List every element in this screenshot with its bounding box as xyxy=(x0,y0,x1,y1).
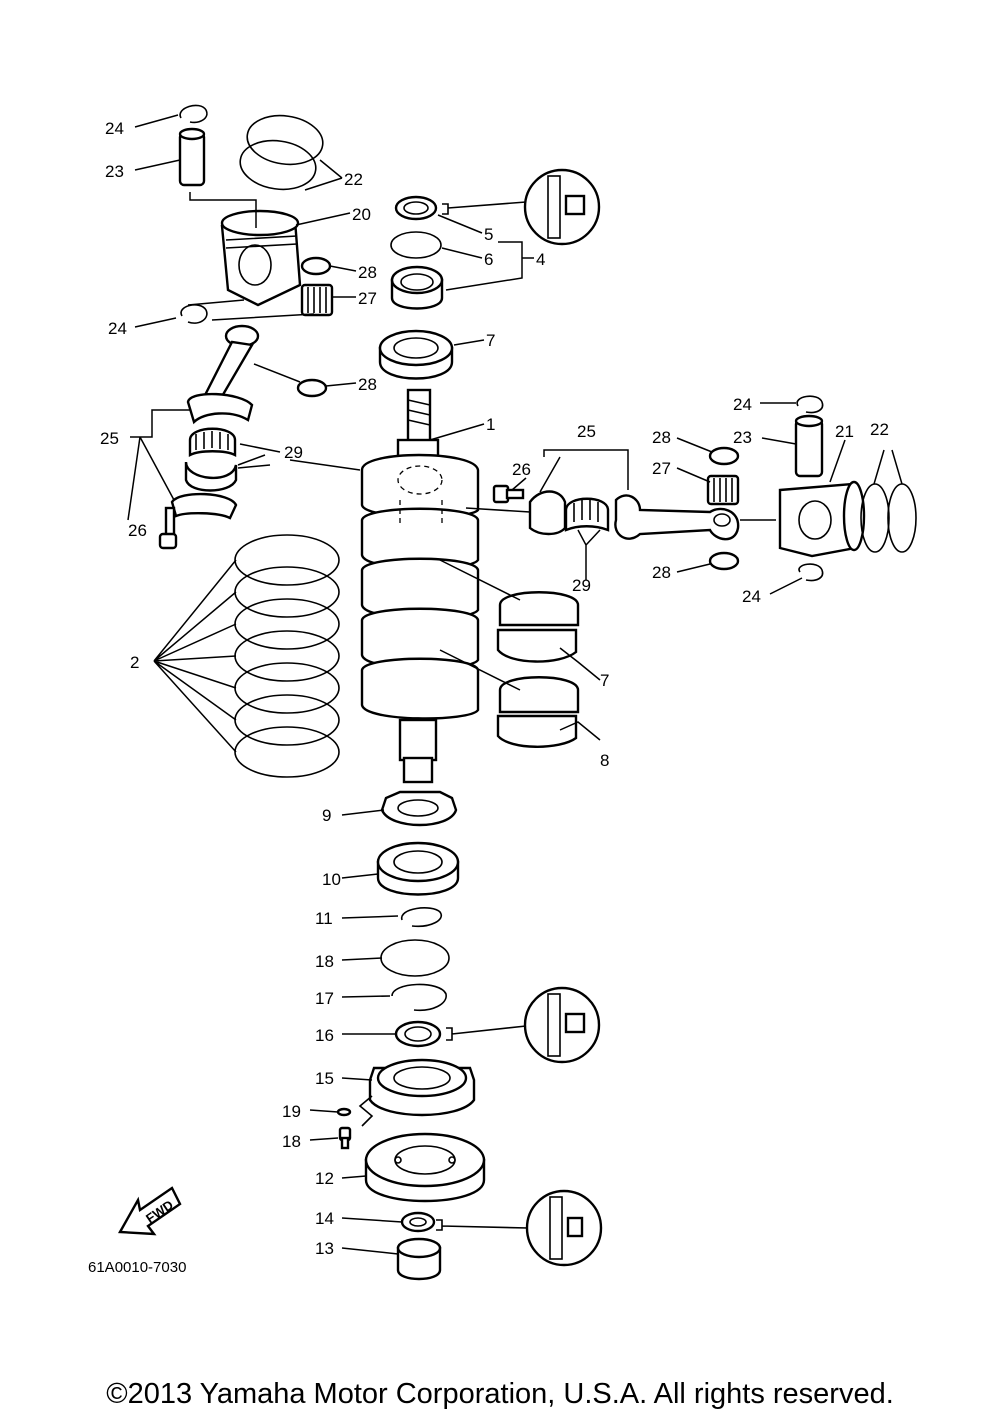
circlip-10 xyxy=(401,907,443,928)
callout-15: 16 xyxy=(315,1026,334,1045)
callout-2: 2 xyxy=(130,653,139,672)
piston-20 xyxy=(220,209,302,307)
callout-22: 22 xyxy=(870,420,889,439)
needle-bearing-assy-3 xyxy=(390,265,444,310)
thrust-washer-28-b xyxy=(296,378,328,398)
upper-bearing-stack xyxy=(378,195,454,380)
callout-10: 11 xyxy=(315,909,333,928)
callout-11: 12 xyxy=(315,1169,334,1188)
callout-28: 28 xyxy=(652,428,671,447)
callout-26: 26 xyxy=(128,521,147,540)
callout-9: 10 xyxy=(322,870,341,889)
ball-bearing-6 xyxy=(378,329,454,380)
callout-24: 24 xyxy=(733,395,752,414)
callout-12: 13 xyxy=(315,1239,334,1258)
callout-26: 26 xyxy=(512,460,531,479)
rod-bolt-26-left xyxy=(158,506,178,550)
callout-14: 15 xyxy=(315,1069,334,1088)
callout-23: 23 xyxy=(733,428,752,447)
callout-29: 29 xyxy=(284,443,303,462)
callout-28: 28 xyxy=(652,563,671,582)
callout-28: 28 xyxy=(358,375,377,394)
piston-ring-22-right-b xyxy=(887,483,917,553)
oil-seal-housing-14 xyxy=(368,1058,476,1117)
callout-27: 27 xyxy=(358,289,377,308)
callout-3: 4 xyxy=(536,250,545,269)
callout-7: 8 xyxy=(600,751,609,770)
forward-direction-arrow: FWD xyxy=(118,1186,182,1236)
callout-6: 7 xyxy=(486,331,495,350)
callout-21: 21 xyxy=(835,422,854,441)
callout-17: 18 xyxy=(315,952,334,971)
callout-25: 25 xyxy=(577,422,596,441)
big-end-bearing-29-right xyxy=(564,497,610,532)
callout-28: 28 xyxy=(358,263,377,282)
grease-symbol-bottom xyxy=(436,1189,603,1267)
main-bearings-7 xyxy=(496,591,580,748)
oil-seal-13 xyxy=(400,1211,436,1233)
callout-18: 18 xyxy=(282,1132,301,1151)
thrust-washer-28-c xyxy=(708,446,740,466)
circlip-24-right-top xyxy=(796,395,824,414)
grease-symbol-middle xyxy=(446,986,601,1064)
piston-21 xyxy=(778,480,866,558)
o-ring-5 xyxy=(390,231,442,259)
connecting-rod-25-upper xyxy=(186,324,260,425)
roller-bearing-11 xyxy=(364,1132,486,1203)
ball-bearing-9 xyxy=(376,841,460,896)
oil-seal-4 xyxy=(394,195,438,221)
callout-5: 6 xyxy=(484,250,493,269)
callout-4: 5 xyxy=(484,225,493,244)
callout-29: 29 xyxy=(572,576,591,595)
needle-bearing-27-upper xyxy=(300,283,334,317)
leader-lines xyxy=(127,114,903,1255)
thrust-washer-28-d xyxy=(708,551,740,571)
callout-labels: 24 23 22 20 5 6 4 28 27 24 7 28 1 25 29 … xyxy=(88,119,889,1276)
oil-seal-15 xyxy=(394,1020,442,1048)
callout-25: 25 xyxy=(100,429,119,448)
callout-20: 20 xyxy=(352,205,371,224)
callout-22: 22 xyxy=(344,170,363,189)
piston-rings-2-set xyxy=(234,534,340,778)
circlip-24-right-bottom xyxy=(798,563,824,582)
crankshaft-1 xyxy=(360,388,480,784)
circlip-16 xyxy=(391,983,447,1012)
callout-7: 7 xyxy=(600,671,609,690)
piston-rings-22 xyxy=(239,114,324,191)
drawing-code: 61A0010-7030 xyxy=(88,1259,186,1276)
nut-12 xyxy=(396,1237,442,1281)
rod-bolt-26-right xyxy=(492,484,525,504)
piston-pin-23-right xyxy=(794,414,824,478)
thrust-washer-28-a xyxy=(300,256,332,276)
callout-24: 24 xyxy=(742,587,761,606)
needle-bearing-27-right xyxy=(706,474,740,506)
bolt-18 xyxy=(338,1126,352,1150)
callout-8: 9 xyxy=(322,806,331,825)
circlip-24-left xyxy=(180,304,208,324)
washer-19 xyxy=(336,1107,352,1117)
o-ring-17 xyxy=(380,939,450,977)
callout-24: 24 xyxy=(105,119,124,138)
copyright-notice: ©2013 Yamaha Motor Corporation, U.S.A. A… xyxy=(106,1378,894,1410)
callout-24: 24 xyxy=(108,319,127,338)
upper-piston-assembly xyxy=(158,104,334,550)
rod-cap-right xyxy=(528,490,567,536)
right-piston-assembly xyxy=(492,395,917,582)
piston-pin-23 xyxy=(178,127,206,187)
circlip-24-top xyxy=(179,104,208,124)
callout-27: 27 xyxy=(652,459,671,478)
callout-19: 19 xyxy=(282,1102,301,1121)
piston-ring-22-right-a xyxy=(860,483,890,553)
callout-13: 14 xyxy=(315,1209,334,1228)
callout-23: 23 xyxy=(105,162,124,181)
big-end-bearing-29-upper xyxy=(184,427,238,492)
rod-cap-upper xyxy=(170,492,238,520)
callout-16: 17 xyxy=(315,989,334,1008)
lower-bearing-stack xyxy=(336,790,486,1281)
grease-symbol-top xyxy=(442,168,601,246)
callout-1: 1 xyxy=(486,415,495,434)
connecting-rod-25-right xyxy=(614,494,740,541)
oil-seal-housing-8 xyxy=(380,790,458,827)
